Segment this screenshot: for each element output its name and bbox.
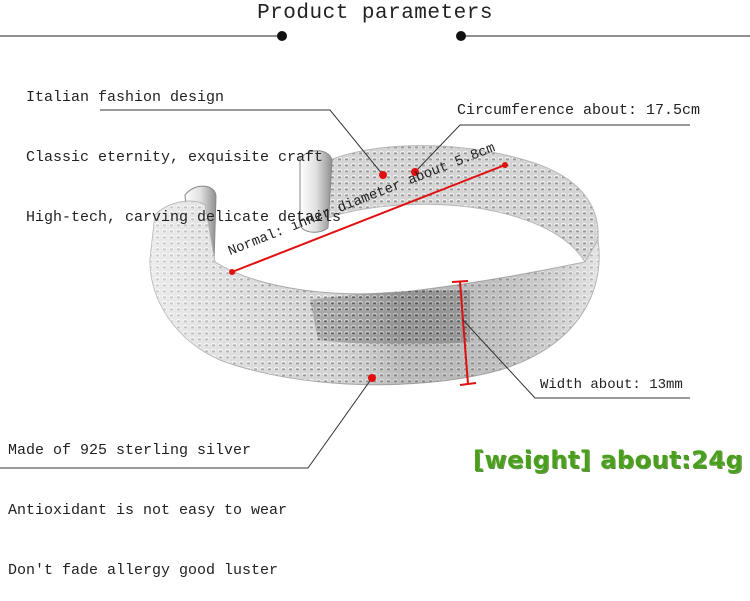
width-measure-line <box>459 281 469 385</box>
material-leader-line <box>0 377 373 469</box>
inner-diameter-end-right <box>502 162 508 168</box>
width-label: Width about: 13mm <box>540 377 683 393</box>
material-text-block: Made of 925 sterling silver Antioxidant … <box>8 401 287 601</box>
material-marker-dot <box>368 374 376 382</box>
material-line: Antioxidant is not easy to wear <box>8 502 288 519</box>
material-line: Made of 925 sterling silver <box>8 442 252 459</box>
intro-line: Italian fashion design <box>26 89 225 106</box>
intro-marker-dot <box>379 171 387 179</box>
intro-line: Classic eternity, exquisite craft <box>26 149 324 166</box>
weight-label: [weight] about:24g <box>473 446 744 474</box>
title-dot-right <box>456 31 466 41</box>
circumference-leader-line <box>414 124 690 173</box>
intro-line: High-tech, carving delicate details <box>26 209 342 226</box>
width-measure-bottom-tick <box>459 382 477 386</box>
circumference-label: Circumference about: 17.5cm <box>457 102 701 119</box>
page-title: Product parameters <box>257 2 493 25</box>
width-leader-line <box>462 319 690 399</box>
width-measure-top-tick <box>451 280 469 283</box>
material-line: Don't fade allergy good luster <box>8 562 279 579</box>
title-dot-left <box>277 31 287 41</box>
bracelet-end-cap-right <box>299 150 333 233</box>
bracelet-illustration <box>0 31 750 469</box>
inner-diameter-end-left <box>229 269 235 275</box>
intro-text-block: Italian fashion design Classic eternity,… <box>26 48 341 248</box>
inner-diameter-line <box>231 164 506 273</box>
bracelet-shine <box>150 201 600 385</box>
intro-leader-line <box>100 109 384 176</box>
circumference-marker-dot <box>411 168 419 176</box>
